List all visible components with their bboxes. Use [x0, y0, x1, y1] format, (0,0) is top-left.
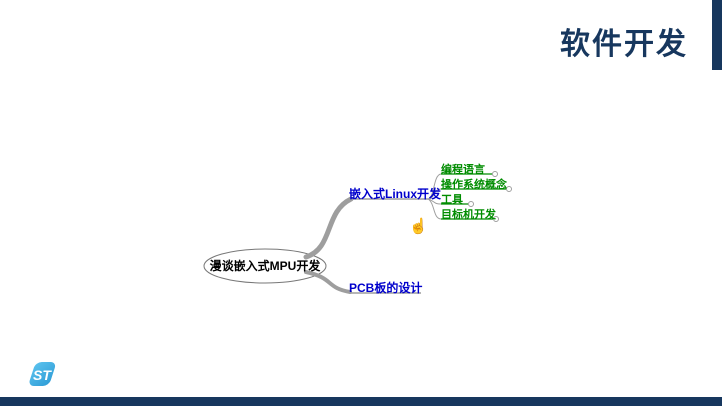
mindmap-child-tools[interactable]: 工具: [441, 194, 463, 206]
edge-linux-to-child-3: [427, 198, 442, 220]
bottom-accent-bar: [0, 397, 722, 406]
mindmap-root-node[interactable]: 漫谈嵌入式MPU开发: [209, 259, 321, 273]
slide-title: 软件开发: [560, 28, 688, 61]
mindmap-child-target-dev[interactable]: 目标机开发: [441, 209, 496, 221]
st-logo-text: ST: [33, 367, 52, 383]
mindmap-child-programming-language[interactable]: 编程语言: [441, 164, 485, 176]
mindmap-node-embedded-linux[interactable]: 嵌入式Linux开发: [349, 187, 441, 201]
st-logo-shape: [29, 362, 56, 386]
edge-root-to-pcb: [304, 270, 352, 294]
hand-cursor-icon: ☝: [409, 218, 428, 235]
edge-root-to-linux: [303, 196, 354, 260]
st-logo: ST: [29, 362, 56, 386]
mindmap-node-pcb-design[interactable]: PCB板的设计: [349, 281, 423, 295]
fold-circle-1[interactable]: [506, 186, 512, 192]
mindmap-child-os-concepts[interactable]: 操作系统概念: [441, 179, 507, 191]
title-accent-bar: [712, 0, 722, 70]
